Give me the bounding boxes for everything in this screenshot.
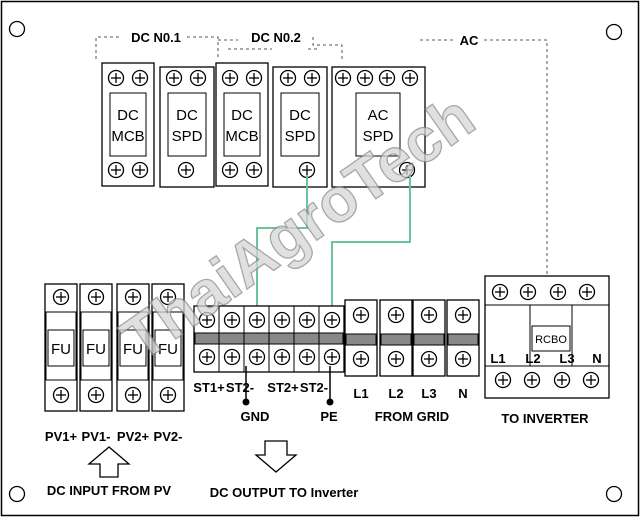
- mcb2-line2: MCB: [225, 128, 258, 145]
- gnd-label: GND: [241, 409, 270, 424]
- pe-label: PE: [320, 409, 338, 424]
- spd1-line1: DC: [176, 107, 198, 124]
- grid-label-2: L2: [388, 386, 403, 401]
- grid-breakers: [344, 299, 480, 377]
- dc1-dash-right: [187, 36, 219, 59]
- grid-label-1: L1: [353, 386, 368, 401]
- grid-label-4: N: [458, 386, 467, 401]
- pv-labels: PV1+ PV1- PV2+ PV2-: [45, 429, 183, 444]
- st-labels: ST1+ ST2- ST2+ ST2-: [193, 380, 328, 395]
- pv-label-3: PV2+: [117, 429, 150, 444]
- grid-breaker-n: [446, 299, 480, 377]
- grid-breaker-l2: [379, 299, 413, 377]
- dc2-dash-right: [312, 37, 343, 59]
- group-dashes: [95, 36, 548, 274]
- fuse-1: FU: [44, 283, 78, 412]
- fuse-4-label: FU: [158, 341, 178, 358]
- arrow-down-icon: [254, 440, 298, 473]
- rcbo-term-2: L2: [525, 351, 540, 366]
- mounting-hole-bottom-left: [8, 485, 26, 503]
- dc-spd-2: DC SPD: [272, 66, 328, 188]
- mcb2-line1: DC: [231, 107, 253, 124]
- rcbo-term-1: L1: [490, 351, 505, 366]
- acspd-line1: AC: [368, 107, 389, 124]
- dc-mcb-2: DC MCB: [215, 62, 269, 187]
- dc-spd-1: DC SPD: [159, 66, 215, 188]
- st-label-3: ST2+: [267, 380, 299, 395]
- spd2-line1: DC: [289, 107, 311, 124]
- fuse-4: FU: [151, 283, 185, 412]
- wire-spd2-to-gnd: [256, 175, 308, 322]
- ac-spd: AC SPD: [331, 66, 426, 188]
- dc1-label: DC N0.1: [131, 30, 181, 45]
- rcbo-breaker: RCBO L1 L2 L3 N: [484, 275, 610, 399]
- arrow-up-icon: [87, 446, 131, 478]
- fuse-3: FU: [116, 283, 150, 412]
- st-label-2: ST2-: [226, 380, 254, 395]
- pv-label-4: PV2-: [154, 429, 183, 444]
- fuse-2-label: FU: [86, 341, 106, 358]
- ground-leads: GND PE: [241, 366, 338, 424]
- to-inverter-label: TO INVERTER: [501, 411, 589, 426]
- ac-dash-right: [484, 39, 548, 274]
- terminal-block: [193, 305, 345, 373]
- spd2-line2: SPD: [285, 128, 316, 145]
- st-label-1: ST1+: [193, 380, 225, 395]
- mounting-hole-bottom-right: [605, 485, 623, 503]
- grid-breaker-l1: [344, 299, 378, 377]
- dc-mcb-1: DC MCB: [101, 62, 155, 187]
- spd1-line2: SPD: [172, 128, 203, 145]
- rcbo-label: RCBO: [535, 334, 567, 346]
- mcb1-line2: MCB: [111, 128, 144, 145]
- pv-label-1: PV1+: [45, 429, 78, 444]
- ac-label: AC: [460, 33, 479, 48]
- mcb1-line1: DC: [117, 107, 139, 124]
- fuse-1-label: FU: [51, 341, 71, 358]
- dc1-dash-left: [95, 36, 122, 59]
- grid-labels: L1 L2 L3 N: [353, 386, 467, 401]
- fuse-3-label: FU: [123, 341, 143, 358]
- gnd-dot: [242, 398, 250, 406]
- st-label-4: ST2-: [300, 380, 328, 395]
- grid-breaker-l3: [412, 299, 446, 377]
- grid-label-3: L3: [421, 386, 436, 401]
- mounting-hole-top-right: [605, 23, 623, 41]
- pe-dot: [326, 398, 334, 406]
- acspd-line2: SPD: [363, 128, 394, 145]
- from-grid-label: FROM GRID: [375, 409, 449, 424]
- wire-acspd-to-pe: [331, 175, 411, 322]
- mounting-hole-top-left: [8, 20, 26, 38]
- dc2-label: DC N0.2: [251, 30, 301, 45]
- dc-input-label: DC INPUT FROM PV: [47, 483, 172, 498]
- earth-wires: [256, 175, 411, 322]
- fuse-2: FU: [79, 283, 113, 412]
- rcbo-term-4: N: [592, 351, 601, 366]
- pv-label-2: PV1-: [82, 429, 111, 444]
- fuse-holders: FU FU FU FU: [44, 283, 185, 412]
- rcbo-term-3: L3: [559, 351, 574, 366]
- mounting-holes: [8, 20, 623, 503]
- dc-output-label: DC OUTPUT TO Inverter: [210, 485, 359, 500]
